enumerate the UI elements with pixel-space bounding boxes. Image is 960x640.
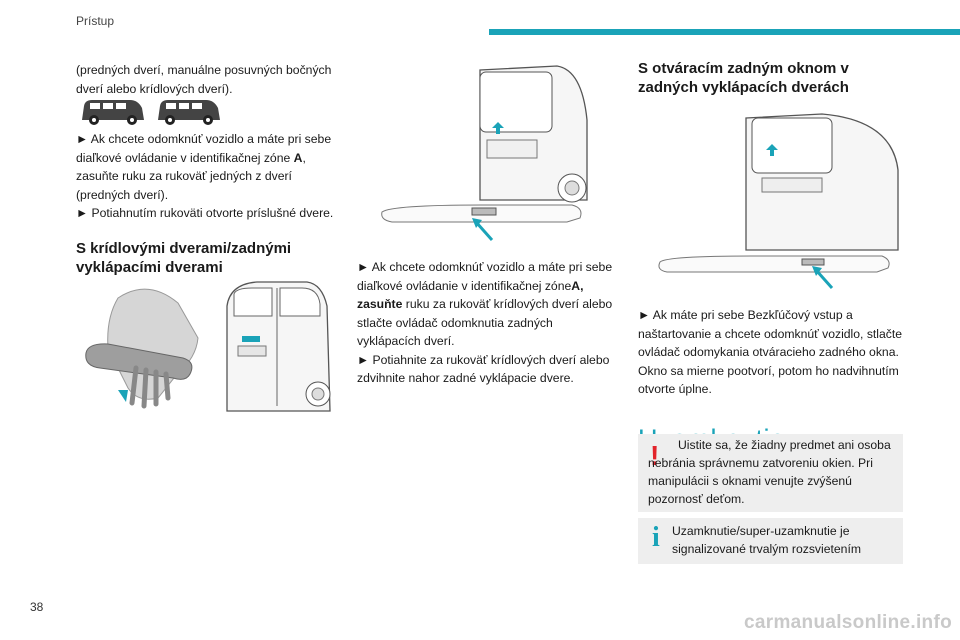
rear-doors-illustration (226, 281, 331, 412)
section-heading-rear-window: S otváracím zadným oknom v zadných vyklá… (638, 60, 849, 96)
column-3-body: ► Ak máte pri sebe Bezkľúčový vstup a na… (638, 306, 903, 399)
column-2: ► Ak chcete odomknúť vozidlo a máte pri … (357, 258, 619, 388)
tailgate-open-instruction: ► Potiahnite za rukoväť krídlových dverí… (357, 352, 610, 386)
hand-on-handle-illustration (85, 288, 199, 409)
tailgate-illustration (381, 65, 588, 241)
column-1-body: ► Ak chcete odomknúť vozidlo a máte pri … (76, 130, 346, 277)
unlock-instruction: ► Ak chcete odomknúť vozidlo a máte pri … (76, 132, 332, 202)
warning-box-panel: ! Uistite sa, že žiadny predmet ani osob… (638, 434, 903, 512)
rear-window-instruction: ► Ak máte pri sebe Bezkľúčový vstup a na… (638, 308, 903, 396)
column-3: S otváracím zadným oknom v zadných vyklá… (638, 59, 903, 97)
tailgate-unlock-instruction: ► Ak chcete odomknúť vozidlo a máte pri … (357, 260, 613, 348)
header-accent-bar (489, 29, 960, 35)
intro-text: (predných dverí, manuálne posuvných bočn… (76, 63, 332, 96)
warning-text: Uistite sa, že žiadny predmet ani osoba … (648, 438, 891, 506)
open-instruction: ► Potiahnutím rukoväti otvorte príslušné… (76, 206, 334, 220)
column-1: (predných dverí, manuálne posuvných bočn… (76, 61, 338, 98)
warning-icon: ! (650, 440, 660, 471)
page-number: 38 (30, 600, 44, 614)
info-icon: i (652, 522, 660, 553)
running-header: Prístup (76, 14, 115, 28)
watermark: carmanualsonline.info (744, 612, 952, 633)
vans-illustration (82, 100, 220, 125)
rear-window-illustration (658, 113, 899, 289)
info-text: Uzamknutie/super-uzamknutie je signalizo… (672, 524, 861, 556)
info-box: i Uzamknutie/super-uzamknutie je signali… (638, 518, 903, 564)
section-heading-wing-doors: S krídlovými dverami/zadnými vyklápacími… (76, 239, 292, 276)
